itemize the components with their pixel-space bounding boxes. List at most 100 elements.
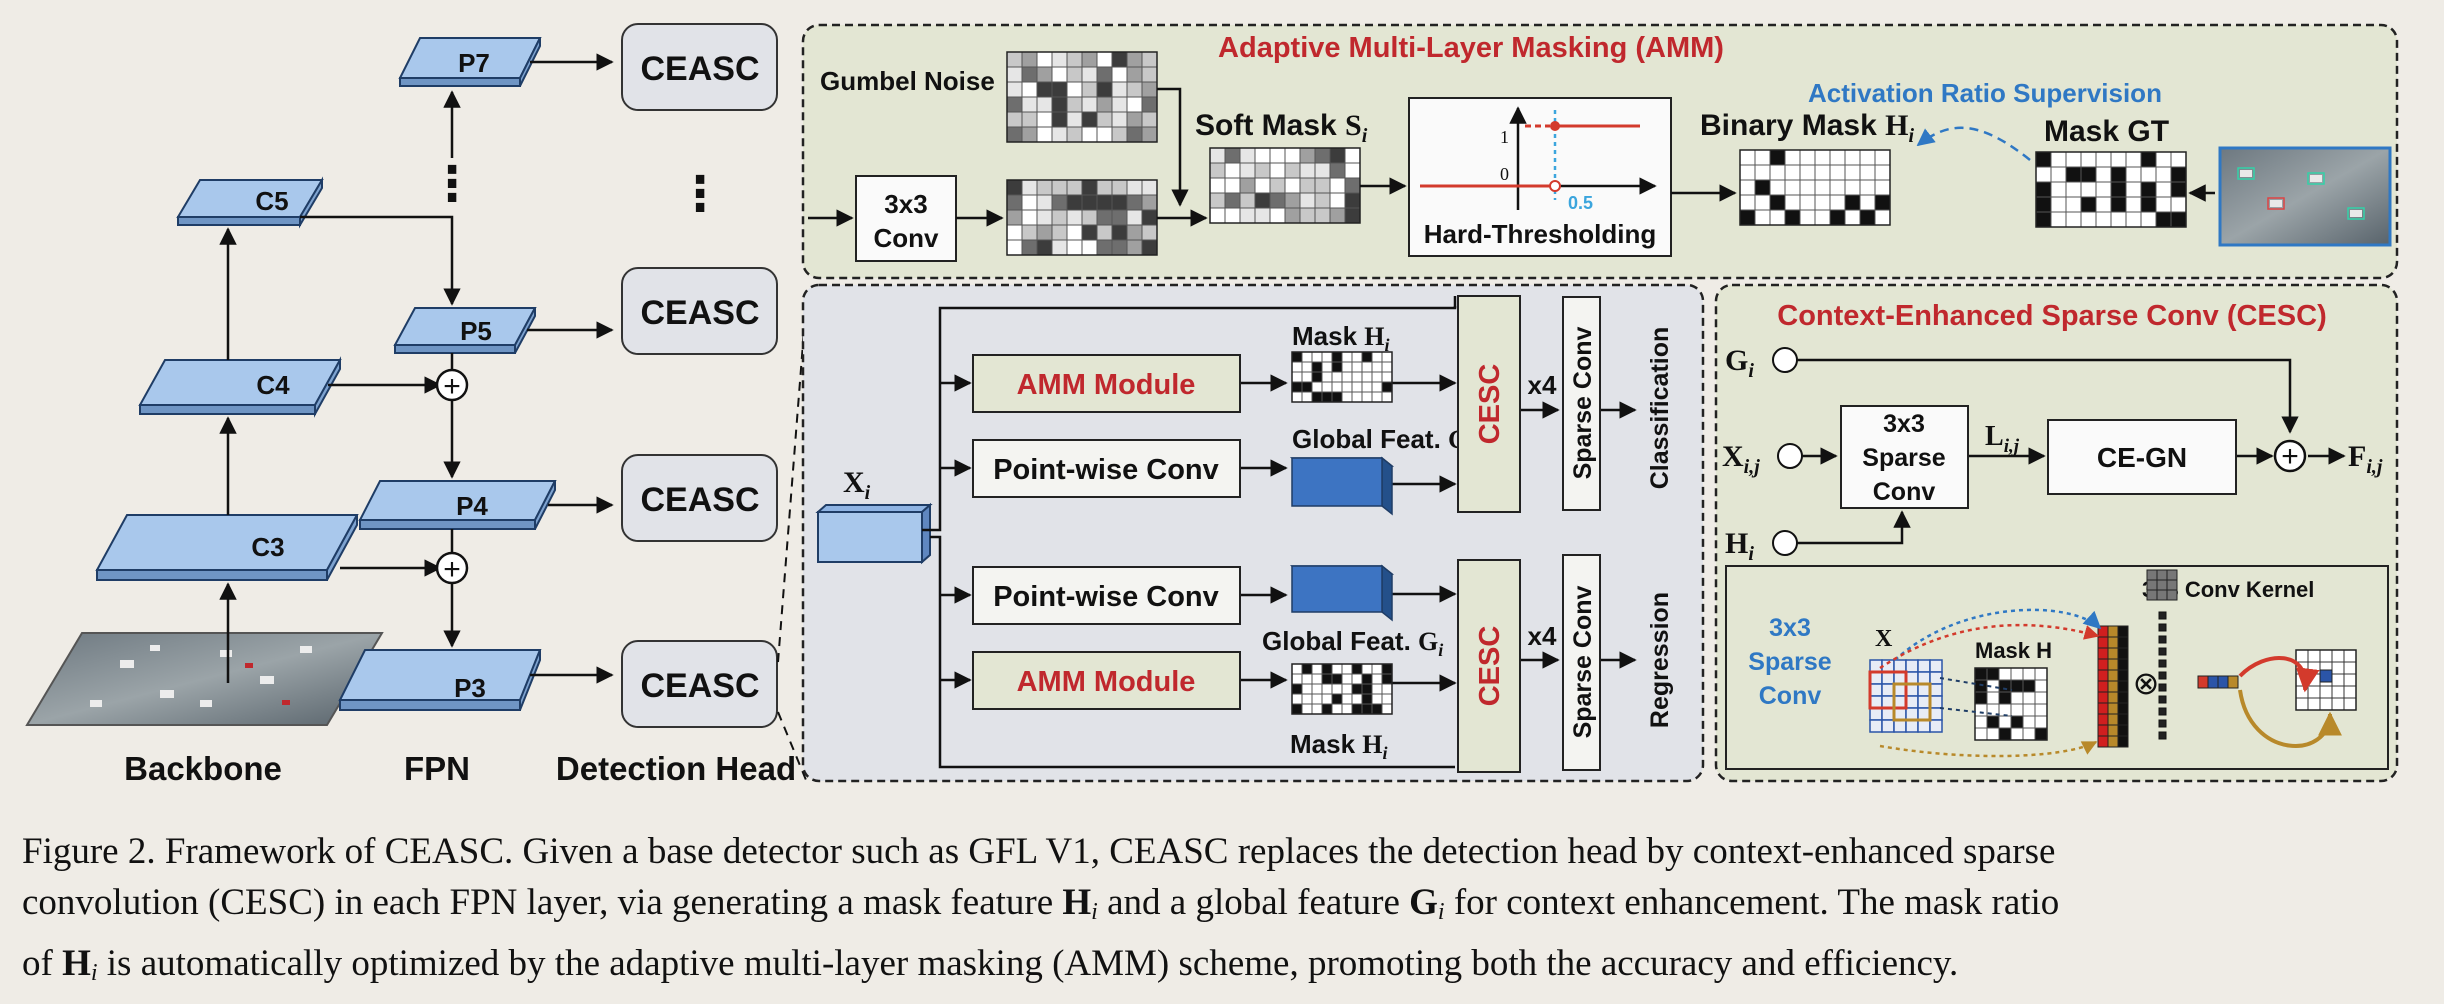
p4-label: P4 [456, 491, 488, 521]
cesc-block-top: CESC [1457, 295, 1521, 513]
amm-module-top: AMM Module [972, 354, 1241, 413]
caption-line-2: convolution (CESC) in each FPN layer, vi… [22, 882, 2060, 925]
hard-thresholding-label: Hard-Thresholding [1424, 219, 1657, 249]
fpn-ellipsis: ⋮ [428, 158, 476, 211]
repeat-bottom: x4 [1528, 621, 1557, 651]
kernel-column [2158, 611, 2167, 740]
c3-label: C3 [251, 532, 284, 562]
global-feat-top-label: Global Feat. Gi [1292, 424, 1473, 458]
mask-hi-top-label: Mask Hi [1292, 321, 1390, 355]
im2col-vector [2097, 625, 2129, 748]
ceasc-head-p3: CEASC [621, 640, 778, 728]
mask-h-label: Mask H [1975, 638, 2052, 663]
ce-gn-block: CE-GN [2047, 419, 2237, 495]
input-xij: Xi,j [1722, 440, 1760, 478]
repeat-top: x4 [1528, 370, 1557, 400]
svg-text:CEASC: CEASC [640, 294, 759, 332]
svg-text:Sparse: Sparse [1748, 648, 1831, 676]
sparse-conv-bottom: Sparse Conv [1562, 554, 1601, 771]
svg-text:Conv: Conv [1873, 478, 1936, 506]
svg-text:Point-wise Conv: Point-wise Conv [993, 581, 1219, 613]
activation-ratio-label: Activation Ratio Supervision [1808, 78, 2162, 108]
input-feature-xi: Xi [815, 466, 933, 565]
hard-thresholding-box: 1 0 0.5 Hard-Thresholding [1408, 97, 1672, 257]
amm-panel: Adaptive Multi-Layer Masking (AMM) Gumbe… [801, 23, 2399, 280]
amm-conv-block: 3x3 Conv [855, 175, 957, 262]
ceasc-head-p7: CEASC [621, 23, 778, 111]
sparse-conv-top: Sparse Conv [1562, 296, 1601, 511]
svg-text:CESC: CESC [1474, 364, 1506, 445]
layer-c3: C3 [95, 514, 359, 581]
svg-text:Xi: Xi [843, 466, 871, 504]
binary-mask-label: Binary Mask Hi [1700, 109, 1914, 147]
cesc-block-bottom: CESC [1457, 559, 1521, 773]
p7-label: P7 [458, 48, 490, 78]
mask-gt-grid [2035, 151, 2187, 228]
c4-label: C4 [256, 370, 290, 400]
gt-aerial-image [2218, 146, 2392, 247]
head-detail-panel: Xi AMM Module [801, 283, 1705, 783]
binary-mask-grid [1739, 149, 1891, 226]
mask-gt-label: Mask GT [2044, 115, 2169, 148]
caption-line-3: of Hi is automatically optimized by the … [22, 943, 1959, 986]
global-feat-bottom-label: Global Feat. Gi [1262, 626, 1443, 660]
soft-mask-grid [1209, 147, 1361, 224]
input-hi: Hi [1725, 527, 1754, 565]
ceasc-head-p4: CEASC [621, 454, 778, 542]
amm-module-bottom: AMM Module [972, 651, 1241, 710]
output-fij: Fi,j [2348, 440, 2383, 478]
layer-c5: C5 [176, 176, 324, 229]
svg-text:Point-wise Conv: Point-wise Conv [993, 454, 1219, 486]
svg-text:Conv: Conv [874, 223, 940, 253]
conv-kernel-icon [2146, 569, 2178, 601]
x-label: X [1875, 626, 1893, 652]
svg-text:3x3: 3x3 [884, 189, 927, 219]
cesc-add: + [2273, 439, 2307, 473]
svg-text:+: + [2281, 440, 2299, 473]
svg-text:CEASC: CEASC [640, 50, 759, 88]
fpn-column: C3 C4 C5 P3 P4 [25, 23, 807, 787]
layer-p3: P3 [338, 649, 542, 711]
backbone-label: Backbone [124, 750, 282, 787]
pointwise-conv-top: Point-wise Conv [972, 439, 1241, 498]
svg-text:CEASC: CEASC [640, 481, 759, 519]
mask-hi-bottom-label: Mask Hi [1290, 729, 1388, 763]
framework-diagram: C3 C4 C5 P3 P4 [25, 23, 2399, 787]
layer-p7: P7 [398, 37, 542, 87]
otimes-symbol: ⊗ [2133, 665, 2160, 701]
p5-label: P5 [460, 316, 492, 346]
lij-label: Li,j [1985, 421, 2020, 457]
x-feature-grid [1868, 659, 1943, 733]
tick-one: 1 [1500, 127, 1509, 147]
svg-text:CEASC: CEASC [640, 667, 759, 705]
cesc-title: Context-Enhanced Sparse Conv (CESC) [1777, 300, 2326, 332]
head-ellipsis: ⋮ [676, 168, 724, 221]
layer-p5: P5 [393, 307, 537, 354]
tick-half: 0.5 [1568, 193, 1593, 213]
fpn-label: FPN [404, 750, 470, 787]
p3-label: P3 [454, 673, 486, 703]
svg-text:AMM Module: AMM Module [1017, 666, 1196, 698]
mask-hi-top-grid [1291, 351, 1393, 403]
figure-caption: Figure 2. Framework of CEASC. Given a ba… [22, 826, 2422, 999]
svg-text:3x3: 3x3 [1883, 410, 1925, 438]
regression-label: Regression [1646, 592, 1674, 728]
svg-text:Conv: Conv [1759, 682, 1822, 710]
svg-text:AMM Module: AMM Module [1017, 369, 1196, 401]
svg-text:Sparse: Sparse [1862, 444, 1945, 472]
gumbel-noise-label: Gumbel Noise [820, 66, 995, 96]
svg-text:3x3: 3x3 [1769, 614, 1811, 642]
fuse-plus-lower: + [435, 551, 469, 586]
aerial-image [25, 632, 384, 726]
soft-mask-label: Soft Mask Si [1195, 109, 1368, 147]
fuse-plus-upper: + [435, 368, 469, 403]
detection-head-label: Detection Head [556, 750, 796, 787]
tick-zero: 0 [1500, 164, 1509, 184]
conv-output-grid [1006, 179, 1158, 256]
amm-title: Adaptive Multi-Layer Masking (AMM) [1218, 32, 1724, 64]
classification-label: Classification [1646, 327, 1674, 490]
svg-text:+: + [443, 370, 461, 403]
svg-text:+: + [443, 553, 461, 586]
c5-label: C5 [255, 186, 288, 216]
